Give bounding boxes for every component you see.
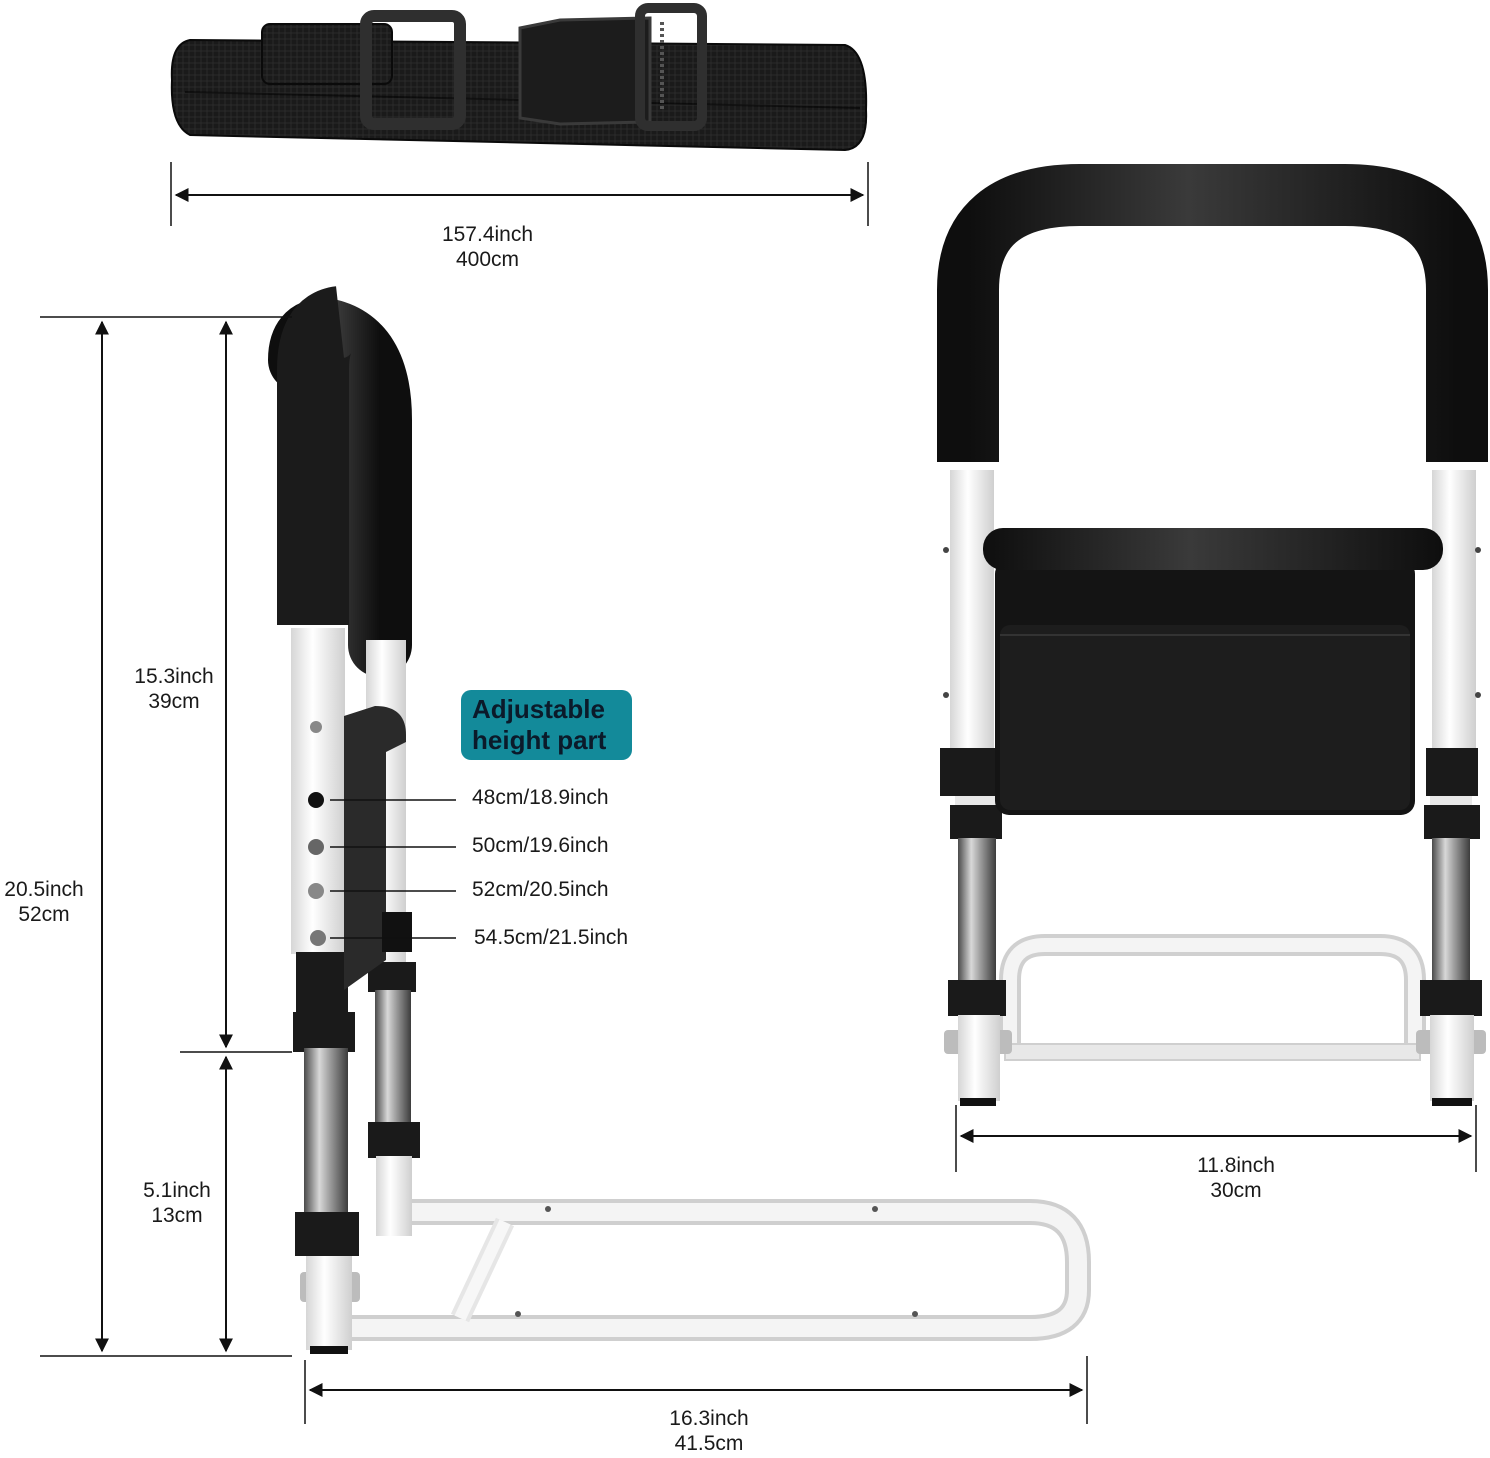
lower-height-inch: 5.1inch <box>143 1179 211 1202</box>
height-option-4: 54.5cm/21.5inch <box>474 926 629 949</box>
front-view-grab-bar <box>937 164 1488 1106</box>
total-height-inch: 20.5inch <box>4 878 84 901</box>
height-option-3: 52cm/20.5inch <box>472 878 609 901</box>
belt-length-inch: 157.4inch <box>441 223 534 246</box>
side-dimensions <box>40 316 1088 1424</box>
base-length-label: 16.3inch 41.5cm <box>654 1406 764 1456</box>
badge-line-2: height part <box>472 725 607 755</box>
belt-length-cm: 400cm <box>455 248 520 271</box>
height-option-1: 48cm/18.9inch <box>472 786 609 809</box>
strap-belt <box>170 3 868 152</box>
height-adjust-holes <box>308 721 326 946</box>
lower-height-label: 5.1inch 13cm <box>134 1178 220 1228</box>
belt-length-dimension <box>170 162 869 226</box>
slide-buckle <box>360 10 466 130</box>
release-buckle <box>518 3 707 131</box>
total-height-label: 20.5inch 52cm <box>0 877 88 927</box>
belt-length-label: 157.4inch 400cm <box>430 222 545 272</box>
front-width-dimension <box>955 1105 1477 1172</box>
front-width-label: 11.8inch 30cm <box>1184 1153 1288 1203</box>
height-option-2: 50cm/19.6inch <box>472 834 609 857</box>
front-width-inch: 11.8inch <box>1197 1154 1275 1177</box>
badge-line-1: Adjustable <box>472 694 605 724</box>
total-height-cm: 52cm <box>18 903 70 926</box>
upper-height-cm: 39cm <box>148 690 200 713</box>
upper-height-inch: 15.3inch <box>134 665 214 688</box>
storage-pouch <box>983 528 1443 815</box>
side-view-grab-bar <box>268 286 1091 1354</box>
base-length-cm: 41.5cm <box>674 1432 744 1455</box>
base-length-inch: 16.3inch <box>669 1407 749 1430</box>
lower-height-cm: 13cm <box>151 1204 203 1227</box>
base-frame <box>340 1199 1091 1341</box>
upper-height-label: 15.3inch 39cm <box>128 664 220 714</box>
front-width-cm: 30cm <box>1210 1179 1262 1202</box>
adjustable-height-badge: Adjustable height part <box>461 690 632 760</box>
